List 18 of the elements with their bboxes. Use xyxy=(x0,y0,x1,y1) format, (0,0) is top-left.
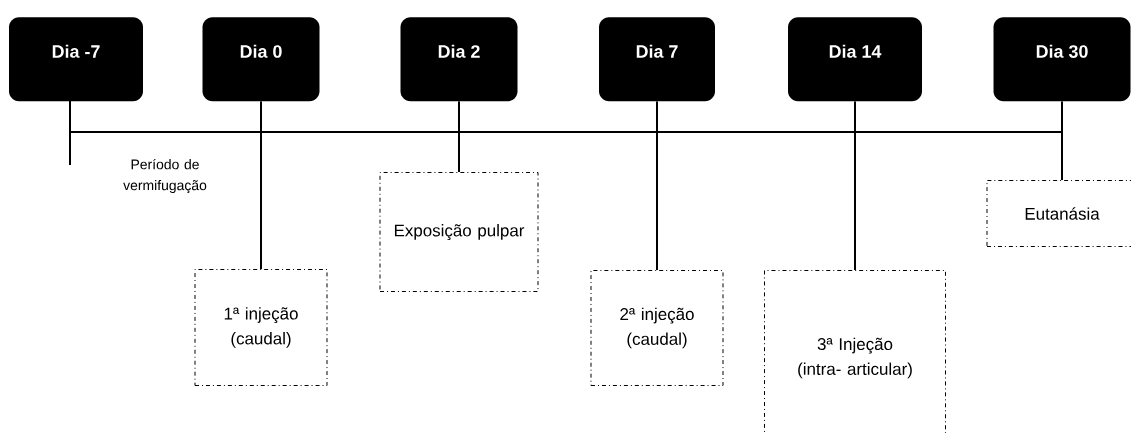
day-box: Dia 30 xyxy=(993,17,1131,102)
event-box: Eutanásia xyxy=(986,180,1131,247)
event-box: Exposição pulpar xyxy=(379,172,539,292)
connector-line xyxy=(1061,100,1063,181)
period-label: Período de vermifugação xyxy=(123,158,207,194)
day-box: Dia 14 xyxy=(788,17,922,102)
event-box: 3ª Injeção (intra- articular) xyxy=(764,270,946,433)
connector-line xyxy=(69,100,71,166)
day-box: Dia 2 xyxy=(400,17,518,102)
connector-line xyxy=(854,100,856,271)
day-box: Dia -7 xyxy=(9,17,143,102)
connector-line xyxy=(656,100,658,271)
connector-line xyxy=(260,100,262,270)
connector-line xyxy=(458,100,460,173)
day-box: Dia 7 xyxy=(599,17,715,102)
event-box: 2ª injeção (caudal) xyxy=(590,270,724,386)
event-box: 1ª injeção (caudal) xyxy=(194,269,328,386)
day-box: Dia 0 xyxy=(202,17,320,102)
